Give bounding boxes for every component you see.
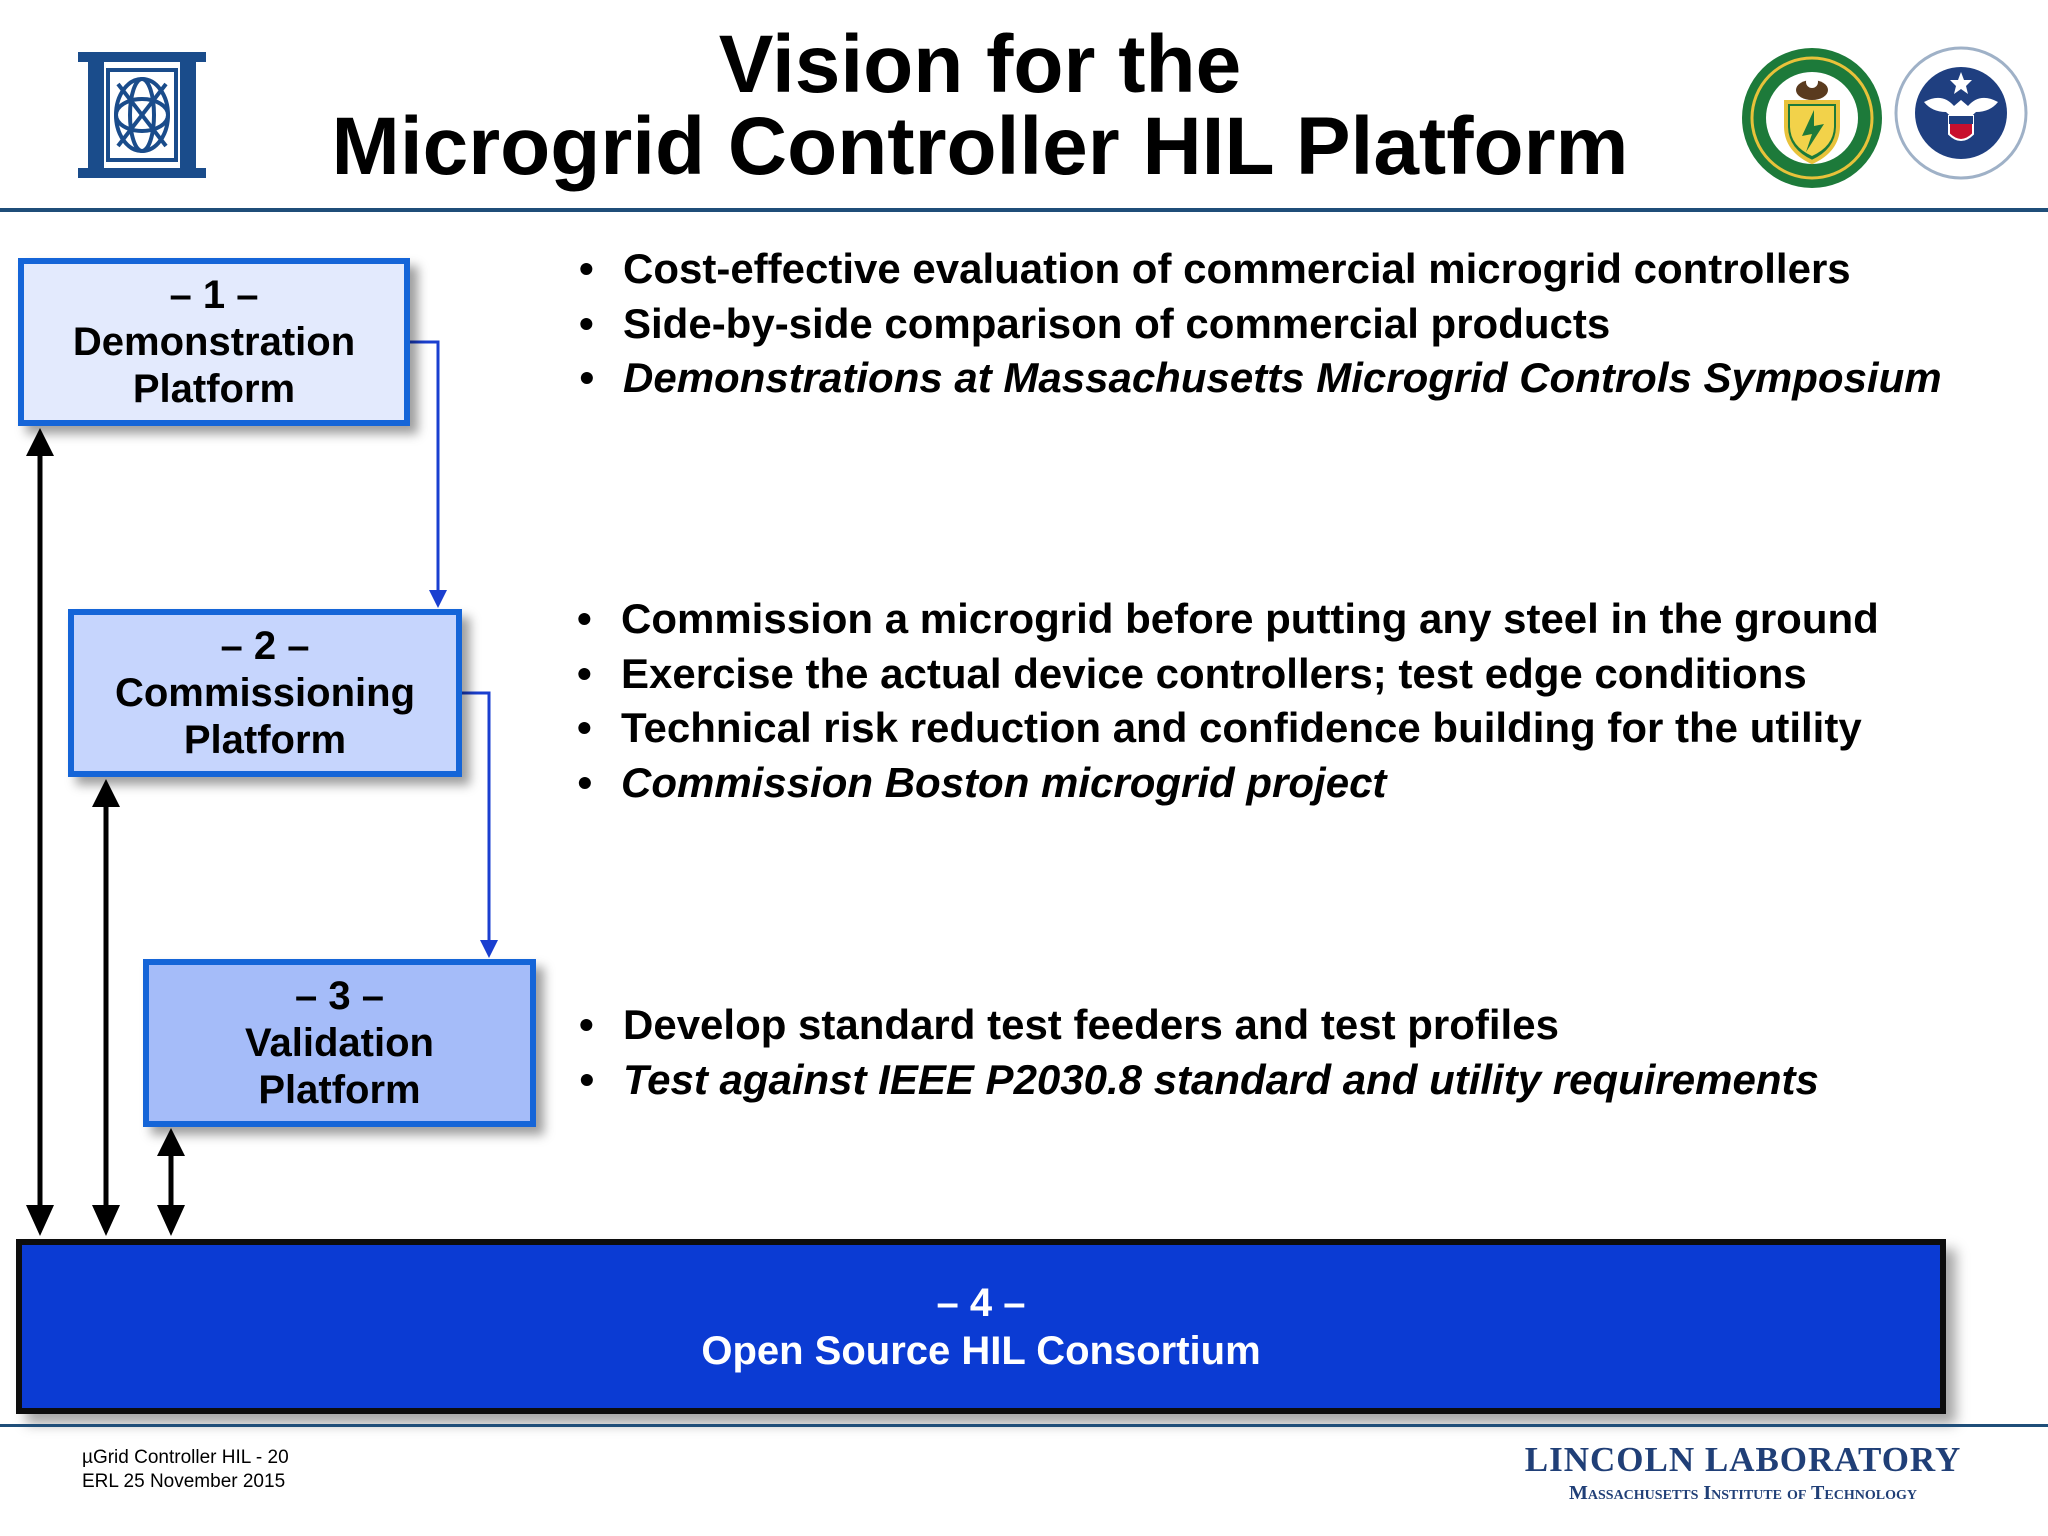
platform-name-line-1: Demonstration: [72, 319, 356, 364]
validation-platform-box: – 3 – Validation Platform: [143, 959, 536, 1127]
bullet-item: Commission a microgrid before putting an…: [577, 592, 2017, 647]
org-name: LINCOLN LABORATORY: [1524, 1440, 1962, 1479]
dhs-seal-icon: [1894, 46, 2028, 180]
bullet-item: Commission Boston microgrid project: [577, 756, 2017, 811]
platform-name-line-2: Platform: [132, 366, 296, 411]
platform-name-line-2: Platform: [183, 717, 347, 762]
flow-arrow-1-to-2: [410, 340, 447, 608]
header-divider: [0, 208, 2048, 212]
doe-seal-icon: [1740, 46, 1884, 190]
slide-label: µGrid Controller HIL - 20: [82, 1447, 289, 1468]
link-arrow-1-to-4: [26, 428, 54, 1236]
bullet-item: Exercise the actual device controllers; …: [577, 647, 2017, 702]
title-line-2: Microgrid Controller HIL Platform: [331, 101, 1629, 192]
slide-title: Vision for the Microgrid Controller HIL …: [300, 24, 1660, 188]
title-line-1: Vision for the: [718, 19, 1242, 110]
demonstration-platform-box: – 1 – Demonstration Platform: [18, 258, 410, 426]
mit-logo: [78, 52, 206, 178]
platform-name-line-1: Validation: [245, 1020, 434, 1065]
platform-number: – 4 –: [936, 1280, 1026, 1325]
commissioning-bullets: Commission a microgrid before putting an…: [577, 592, 2017, 810]
platform-number: – 2 –: [220, 623, 310, 668]
platform-name-line-2: Platform: [258, 1067, 421, 1112]
open-source-hil-consortium-box: – 4 – Open Source HIL Consortium: [16, 1239, 1946, 1414]
validation-bullets: Develop standard test feeders and test p…: [579, 998, 2019, 1107]
platform-number: – 1 –: [169, 272, 259, 317]
platform-number: – 3 –: [295, 973, 384, 1018]
link-arrow-2-to-4: [92, 779, 120, 1236]
bullet-item: Side-by-side comparison of commercial pr…: [579, 297, 2019, 352]
lincoln-laboratory-logo: LINCOLN LABORATORY Massachusetts Institu…: [1518, 1440, 1968, 1506]
bullet-item: Cost-effective evaluation of commercial …: [579, 242, 2019, 297]
bullet-item: Technical risk reduction and confidence …: [577, 701, 2017, 756]
bullet-item: Demonstrations at Massachusetts Microgri…: [579, 351, 2019, 406]
footer-divider: [0, 1424, 2048, 1427]
date-line: ERL 25 November 2015: [82, 1471, 286, 1492]
commissioning-platform-box: – 2 – Commissioning Platform: [68, 609, 462, 777]
org-parent: Massachusetts Institute of Technology: [1569, 1482, 1917, 1504]
link-arrow-3-to-4: [157, 1128, 185, 1236]
flow-arrow-2-to-3: [462, 691, 498, 958]
bullet-item: Develop standard test feeders and test p…: [579, 998, 2019, 1053]
platform-name-line-1: Commissioning: [114, 670, 416, 715]
platform-name: Open Source HIL Consortium: [701, 1328, 1261, 1373]
footer-slide-info: µGrid Controller HIL - 20 ERL 25 Novembe…: [82, 1446, 289, 1494]
bullet-item: Test against IEEE P2030.8 standard and u…: [579, 1053, 2019, 1108]
demonstration-bullets: Cost-effective evaluation of commercial …: [579, 242, 2019, 406]
